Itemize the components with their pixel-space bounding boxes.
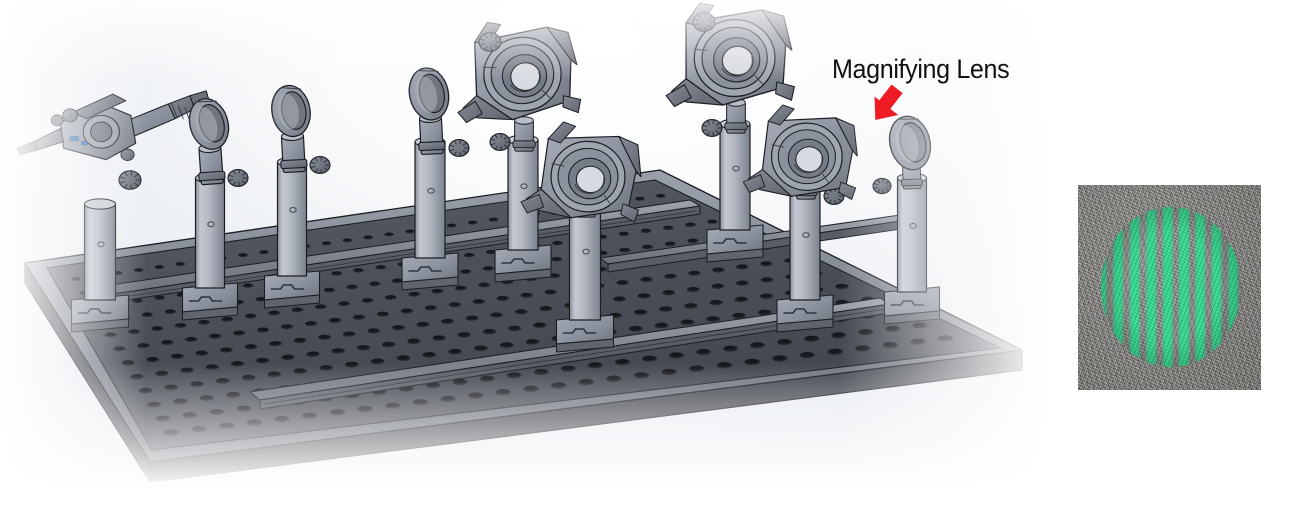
down-right-arrow-icon [874,84,903,120]
fringe-bars [1101,207,1241,367]
magnifying-lens-label: Magnifying Lens [832,54,1010,84]
fringe-spot [1101,207,1241,367]
fringe-speckle [1101,207,1241,367]
interference-fringe-inset [1078,185,1261,390]
fringe-vignette [1101,207,1241,367]
